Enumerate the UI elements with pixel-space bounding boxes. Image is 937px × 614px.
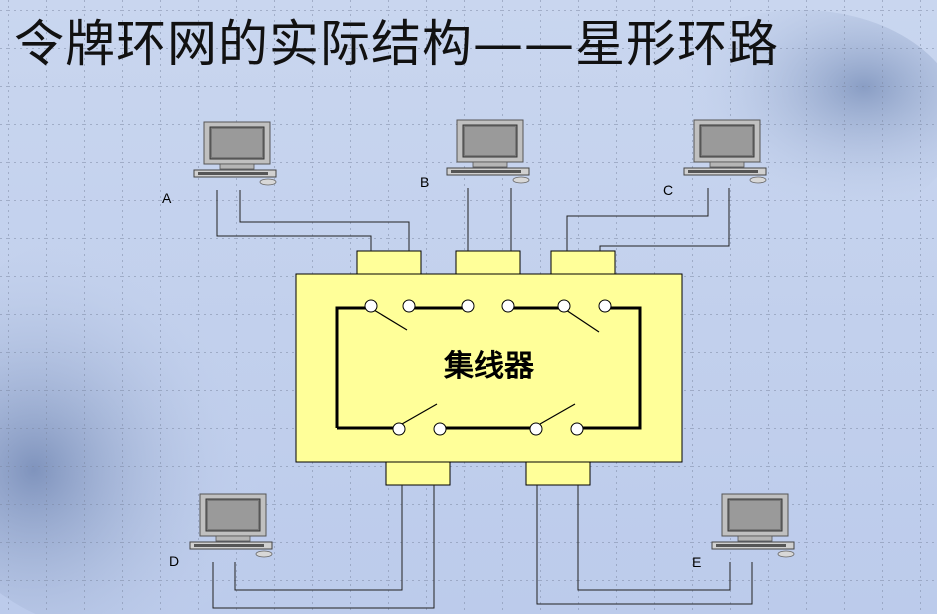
slide-title: 令牌环网的实际结构——星形环路 (14, 15, 779, 73)
port-a (356, 250, 422, 275)
node-label-e: E (692, 554, 701, 570)
hub-ports (356, 250, 616, 486)
node-label-b: B (420, 174, 429, 190)
node-label-d: D (169, 553, 179, 569)
computer-b (446, 119, 530, 184)
computer-c (683, 119, 767, 184)
hub-contacts (364, 299, 612, 436)
node-label-c: C (663, 182, 673, 198)
port-d (385, 461, 451, 486)
port-b (455, 250, 521, 275)
cables (212, 188, 753, 609)
computer-a (193, 121, 277, 186)
node-label-a: A (162, 190, 172, 206)
hub-label: 集线器 (443, 349, 535, 384)
computer-d (189, 493, 273, 558)
hub-ring (335, 306, 642, 430)
port-e (525, 461, 591, 486)
port-c (550, 250, 616, 275)
computer-e (711, 493, 795, 558)
hub-body (295, 273, 683, 463)
